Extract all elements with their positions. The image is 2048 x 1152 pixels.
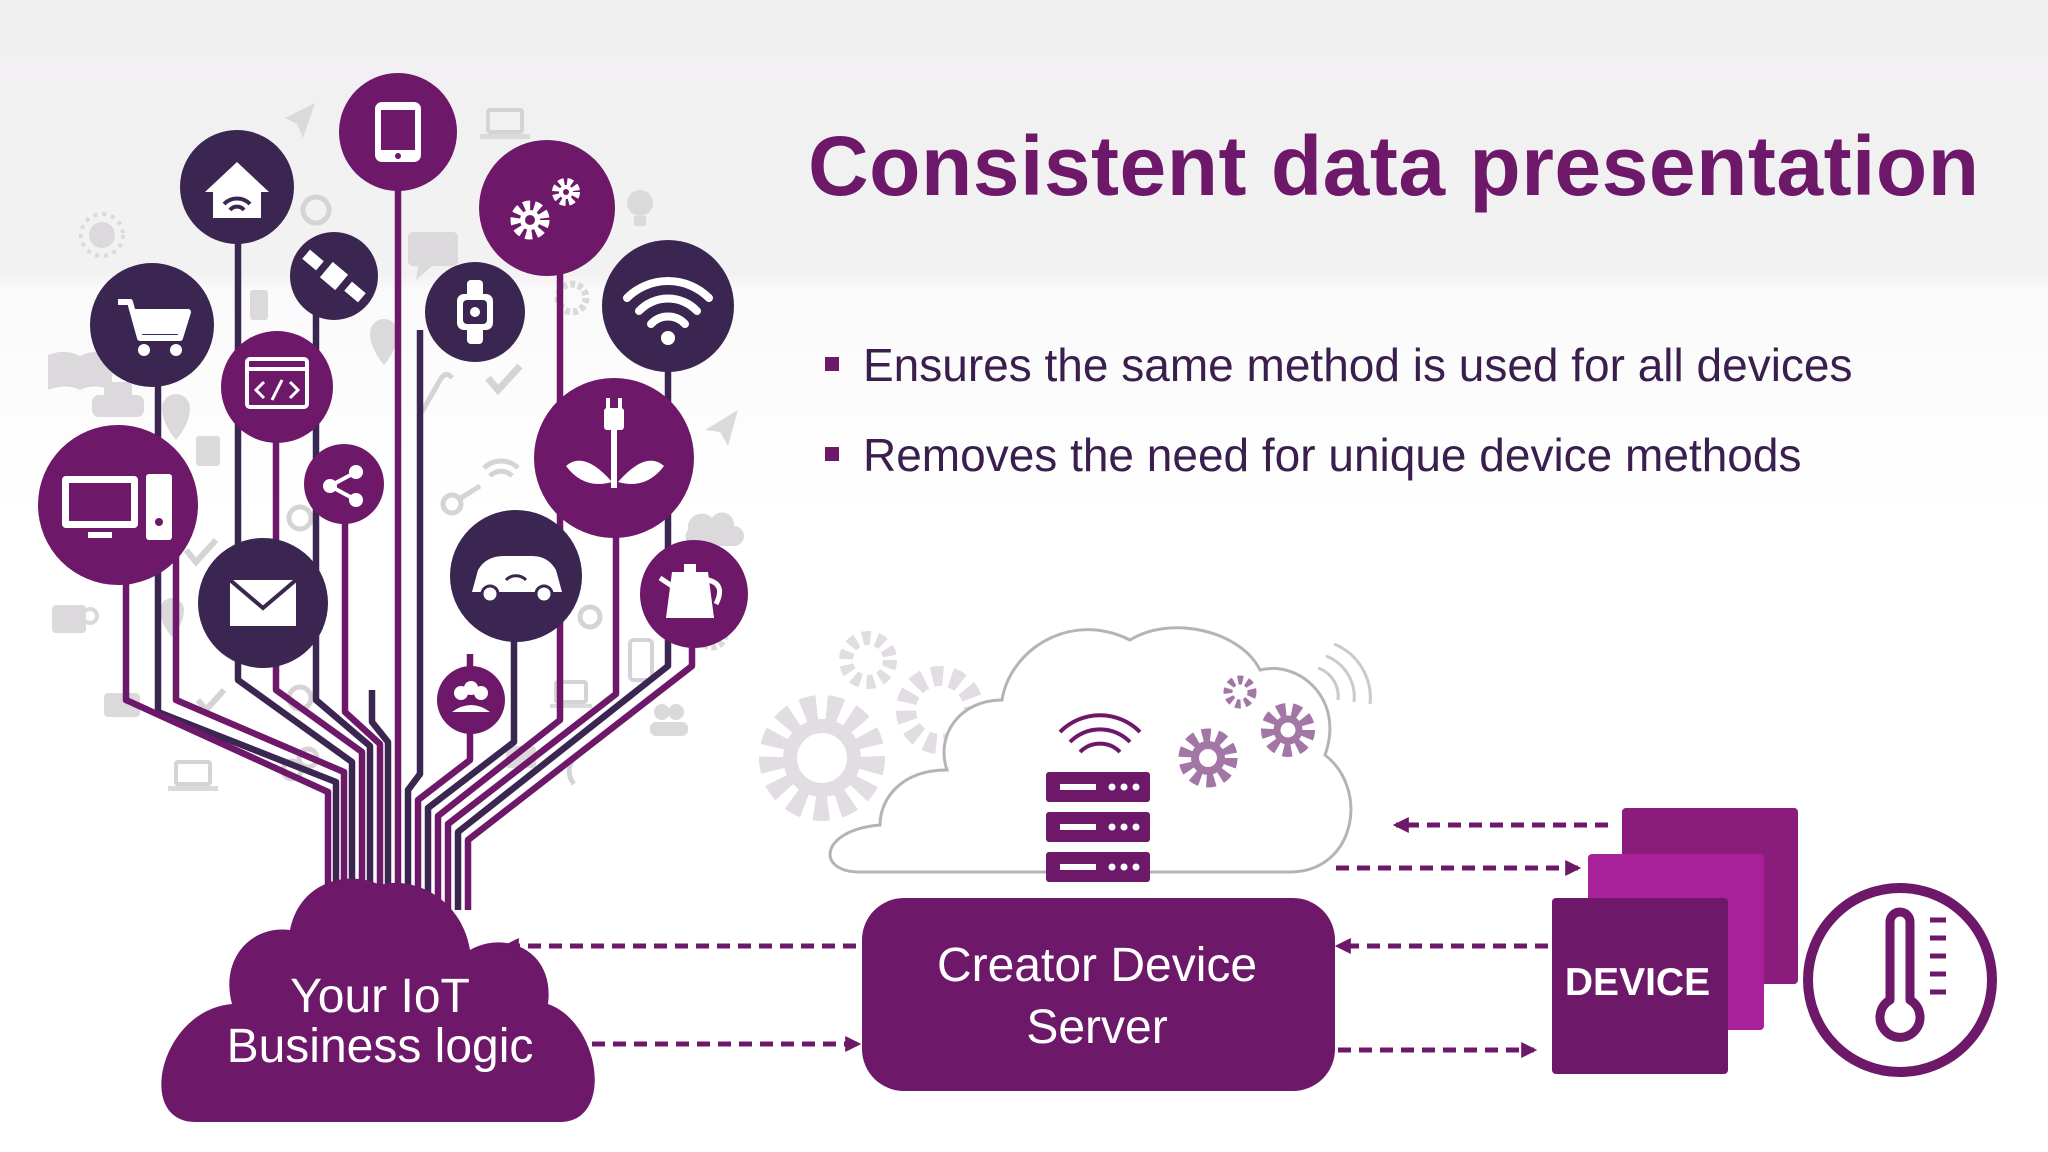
cloud-outline	[828, 626, 1353, 874]
check-icon	[485, 363, 523, 396]
branch	[234, 184, 356, 910]
bullet-list: Ensures the same method is used for all …	[825, 320, 1853, 500]
branch	[122, 560, 332, 910]
wifi-icon	[602, 240, 734, 372]
desktop-computer-icon	[38, 425, 198, 585]
bullet-item: Removes the need for unique device metho…	[825, 410, 1853, 500]
device-stack	[1552, 808, 1798, 1074]
sync-icon	[577, 604, 603, 630]
thermometer-icon	[1803, 883, 1997, 1077]
smart-car-icon	[450, 510, 582, 642]
satellite-icon	[290, 232, 378, 320]
branch	[368, 690, 392, 910]
lightbulb-icon	[627, 190, 653, 226]
bullet-square-icon	[825, 357, 839, 371]
branch	[424, 610, 518, 910]
sync-icon	[286, 504, 314, 532]
icon-circles	[38, 73, 748, 734]
kettle-icon	[640, 540, 748, 648]
branch	[444, 510, 620, 910]
check-icon	[183, 537, 219, 567]
shopping-cart-icon	[90, 263, 214, 387]
gear-icon	[1178, 728, 1238, 788]
laptop-icon	[168, 760, 218, 791]
cloud-gears	[1178, 675, 1315, 788]
people-icon	[437, 666, 505, 734]
envelope-icon	[198, 538, 328, 668]
key-icon	[440, 483, 482, 516]
laptop-icon	[550, 680, 592, 708]
gear-icon	[759, 695, 885, 821]
car-icon	[92, 382, 144, 417]
data-flow-arrows	[502, 816, 1608, 1059]
location-pin-icon	[370, 319, 398, 365]
clipboard-icon	[196, 436, 220, 466]
server-label-line2: Server	[1026, 1001, 1168, 1054]
gear-icon	[839, 631, 897, 689]
group-icon	[650, 704, 688, 736]
creator-device-server-box	[862, 898, 1335, 1091]
battery-icon	[250, 290, 268, 320]
smartphone-icon	[339, 73, 457, 191]
location-pin-icon	[162, 394, 190, 440]
business-logic-label: Your IoT Business logic	[150, 972, 610, 1072]
branch	[172, 540, 348, 910]
gear-icon	[1261, 703, 1315, 757]
code-window-icon	[221, 331, 333, 443]
server-icon	[1046, 713, 1150, 882]
paperclip-icon	[419, 372, 454, 414]
phone-small-icon	[628, 638, 654, 682]
smartwatch-icon	[425, 262, 525, 362]
bullet-text: Ensures the same method is used for all …	[863, 339, 1853, 391]
branch	[404, 330, 424, 910]
business-logic-label-line1: Your IoT	[290, 970, 470, 1023]
home-wifi-icon	[180, 130, 294, 244]
paper-plane-icon	[285, 103, 315, 138]
wireless-signal-icon	[1317, 642, 1372, 705]
sync-icon	[300, 194, 332, 226]
bullet-text: Removes the need for unique device metho…	[863, 429, 1802, 481]
gear-icon	[1223, 675, 1257, 709]
chat-icon	[408, 232, 458, 280]
business-logic-label-line2: Business logic	[226, 1020, 534, 1073]
bullet-square-icon	[825, 447, 839, 461]
share-icon	[304, 444, 384, 524]
server-label: Creator Device Server	[862, 935, 1332, 1059]
bullet-item: Ensures the same method is used for all …	[825, 320, 1853, 410]
book-icon	[48, 351, 112, 390]
device-label: DEVICE	[1564, 961, 1711, 1004]
paper-plane-icon	[705, 410, 738, 446]
wifi-small-icon	[482, 458, 520, 478]
laptop-icon	[480, 108, 530, 139]
device-box	[1552, 898, 1728, 1074]
slide-title: Consistent data presentation	[808, 119, 1980, 213]
gears-icon	[479, 140, 615, 276]
cloud-small-icon	[685, 512, 744, 546]
sun-icon	[79, 212, 125, 258]
plug-plant-icon	[534, 378, 694, 538]
branch	[341, 480, 384, 910]
iot-business-logic-cloud	[161, 878, 595, 1122]
coffee-cup-icon	[52, 605, 99, 633]
server-label-line1: Creator Device	[936, 939, 1258, 992]
